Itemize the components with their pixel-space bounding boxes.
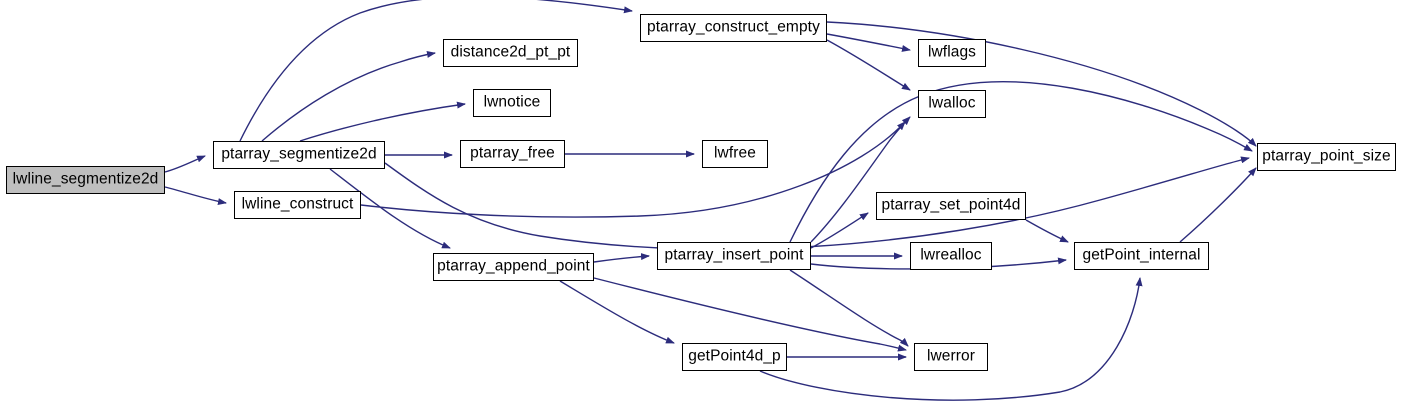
node-label: distance2d_pt_pt	[450, 43, 571, 61]
node-getPoint_internal[interactable]: getPoint_internal	[1074, 242, 1209, 270]
edge-ptarray_construct_empty-to-lwflags	[826, 33, 911, 52]
node-label: getPoint4d_p	[688, 347, 781, 365]
node-lwalloc[interactable]: lwalloc	[918, 90, 986, 118]
edge-ptarray_segmentize2d-to-lwnotice	[299, 101, 466, 142]
edge-ptarray_construct_empty-to-lwalloc	[826, 39, 911, 91]
node-ptarray_point_size[interactable]: ptarray_point_size	[1257, 143, 1396, 171]
node-ptarray_segmentize2d[interactable]: ptarray_segmentize2d	[213, 141, 385, 169]
node-label: lwline_segmentize2d	[12, 170, 159, 188]
edge-ptarray_segmentize2d-to-distance2d_pt_pt	[261, 50, 436, 142]
node-label: lwflags	[927, 43, 977, 61]
node-label: ptarray_free	[470, 144, 555, 162]
node-label: ptarray_set_point4d	[881, 196, 1021, 214]
node-lwrealloc[interactable]: lwrealloc	[910, 242, 992, 270]
edge-ptarray_append_point-to-getPoint4d_p	[559, 280, 675, 344]
node-label: ptarray_segmentize2d	[221, 145, 377, 163]
node-label: lwrealloc	[920, 246, 982, 264]
edge-group	[164, 0, 1257, 401]
node-ptarray_construct_empty[interactable]: ptarray_construct_empty	[640, 14, 827, 42]
edge-lwline_segmentize2d-to-ptarray_segmentize2d	[164, 155, 206, 173]
node-label: lwline_construct	[241, 195, 354, 213]
edge-ptarray_append_point-to-lwerror	[593, 277, 907, 352]
edge-getPoint4d_p-to-getPoint_internal	[759, 277, 1143, 401]
node-label: lwerror	[926, 347, 976, 365]
edge-lwline_segmentize2d-to-lwline_construct	[164, 186, 227, 205]
edge-ptarray_insert_point-to-lwerror	[789, 269, 909, 347]
node-label: lwfree	[714, 144, 756, 162]
edge-ptarray_insert_point-to-ptarray_point_size	[789, 81, 1253, 243]
node-label: lwnotice	[483, 93, 541, 111]
node-lwline_segmentize2d[interactable]: lwline_segmentize2d	[6, 166, 165, 194]
edge-ptarray_set_point4d-to-getPoint_internal	[1025, 219, 1069, 243]
node-label: ptarray_insert_point	[664, 246, 804, 264]
node-getPoint4d_p[interactable]: getPoint4d_p	[682, 343, 787, 371]
node-ptarray_append_point[interactable]: ptarray_append_point	[433, 253, 594, 281]
edge-ptarray_segmentize2d-to-ptarray_construct_empty	[239, 0, 633, 142]
node-label: ptarray_construct_empty	[647, 18, 820, 36]
node-lwerror[interactable]: lwerror	[914, 343, 988, 371]
edge-getPoint_internal-to-ptarray_point_size	[1179, 167, 1257, 243]
node-ptarray_insert_point[interactable]: ptarray_insert_point	[657, 242, 811, 270]
node-ptarray_set_point4d[interactable]: ptarray_set_point4d	[876, 192, 1026, 220]
node-label: lwalloc	[928, 94, 976, 112]
node-label: getPoint_internal	[1082, 246, 1201, 264]
node-distance2d_pt_pt[interactable]: distance2d_pt_pt	[443, 39, 578, 67]
edge-lwline_construct-to-lwalloc	[360, 121, 906, 218]
node-lwflags[interactable]: lwflags	[918, 39, 986, 67]
node-label: ptarray_append_point	[437, 257, 590, 275]
edge-ptarray_construct_empty-to-ptarray_point_size	[826, 21, 1257, 147]
node-lwnotice[interactable]: lwnotice	[473, 89, 551, 117]
node-lwfree[interactable]: lwfree	[702, 140, 768, 168]
edge-ptarray_append_point-to-ptarray_insert_point	[593, 253, 650, 263]
node-label: ptarray_point_size	[1262, 147, 1391, 165]
edge-ptarray_insert_point-to-ptarray_set_point4d	[810, 212, 869, 249]
node-ptarray_free[interactable]: ptarray_free	[460, 140, 565, 168]
node-lwline_construct[interactable]: lwline_construct	[234, 191, 361, 219]
edge-ptarray_segmentize2d-to-ptarray_append_point	[329, 168, 451, 249]
edge-ptarray_insert_point-to-lwalloc	[810, 116, 911, 243]
